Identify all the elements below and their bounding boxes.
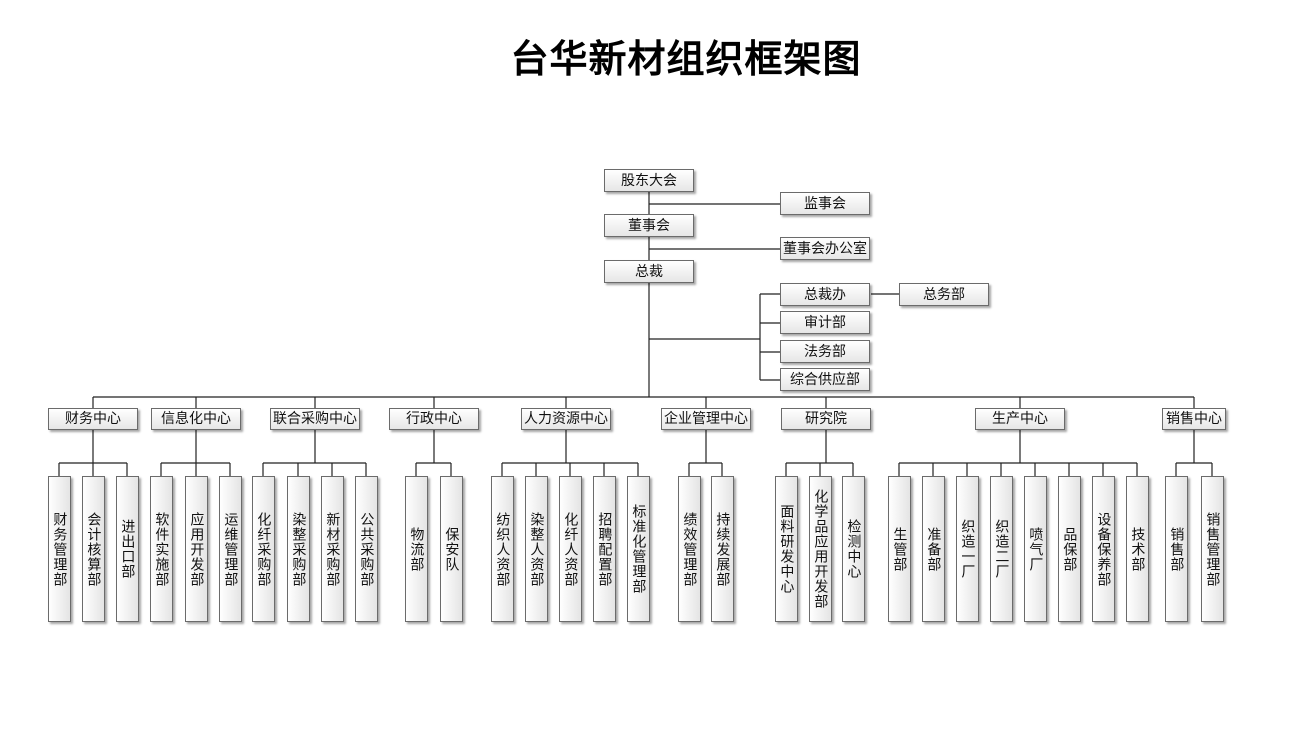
department-box: 财务管理部	[47, 476, 71, 622]
department-box: 化纤采购部	[251, 476, 275, 622]
department-box: 销售管理部	[1200, 476, 1224, 622]
department-box: 会计核算部	[81, 476, 105, 622]
department-box: 软件实施部	[149, 476, 173, 622]
department-box: 保安队	[439, 476, 463, 622]
department-label: 持续发展部	[714, 511, 731, 587]
department-box: 技术部	[1125, 476, 1149, 622]
department-label: 织造二厂	[993, 519, 1010, 579]
center-box: 企业管理中心	[661, 408, 751, 430]
department-box: 标准化管理部	[626, 476, 650, 622]
board-box: 董事会	[604, 214, 694, 237]
supply-dept-box: 综合供应部	[780, 368, 870, 391]
department-box: 化学品应用开发部	[808, 476, 832, 622]
department-box: 销售部	[1164, 476, 1188, 622]
department-label: 染整人资部	[528, 511, 545, 587]
supervisors-box: 监事会	[780, 192, 870, 215]
department-box: 纺织人资部	[490, 476, 514, 622]
department-label: 招聘配置部	[596, 511, 613, 587]
shareholders-meeting-box: 股东大会	[604, 169, 694, 192]
department-label: 公共采购部	[358, 511, 375, 587]
department-box: 检测中心	[841, 476, 865, 622]
department-label: 财务管理部	[51, 511, 68, 587]
center-box: 财务中心	[48, 408, 138, 430]
department-label: 设备保养部	[1095, 511, 1112, 587]
department-box: 公共采购部	[354, 476, 378, 622]
department-label: 销售部	[1168, 526, 1185, 572]
department-label: 面料研发中心	[778, 504, 795, 594]
center-box: 信息化中心	[151, 408, 241, 430]
department-label: 应用开发部	[188, 511, 205, 587]
department-box: 运维管理部	[218, 476, 242, 622]
legal-dept-box: 法务部	[780, 340, 870, 363]
department-label: 化纤人资部	[562, 511, 579, 587]
department-box: 织造一厂	[955, 476, 979, 622]
department-box: 应用开发部	[184, 476, 208, 622]
center-box: 行政中心	[389, 408, 479, 430]
department-box: 染整采购部	[286, 476, 310, 622]
department-label: 品保部	[1061, 526, 1078, 572]
department-label: 生管部	[891, 526, 908, 572]
department-box: 持续发展部	[710, 476, 734, 622]
center-box: 联合采购中心	[270, 408, 360, 430]
department-box: 招聘配置部	[592, 476, 616, 622]
department-label: 检测中心	[845, 519, 862, 579]
center-box: 研究院	[781, 408, 871, 430]
department-box: 喷气厂	[1023, 476, 1047, 622]
audit-dept-box: 审计部	[780, 311, 870, 334]
department-label: 销售管理部	[1204, 511, 1221, 587]
department-box: 准备部	[921, 476, 945, 622]
department-label: 技术部	[1129, 526, 1146, 572]
department-label: 绩效管理部	[681, 511, 698, 587]
department-label: 软件实施部	[153, 511, 170, 587]
department-label: 进出口部	[119, 519, 136, 579]
department-label: 化学品应用开发部	[812, 489, 829, 609]
department-box: 绩效管理部	[677, 476, 701, 622]
page-title: 台华新材组织框架图	[510, 37, 862, 81]
center-box: 生产中心	[975, 408, 1065, 430]
department-label: 化纤采购部	[255, 511, 272, 587]
department-box: 物流部	[404, 476, 428, 622]
department-label: 织造一厂	[959, 519, 976, 579]
department-label: 染整采购部	[290, 511, 307, 587]
department-label: 新材采购部	[324, 511, 341, 587]
board-office-box: 董事会办公室	[780, 237, 870, 260]
department-label: 准备部	[925, 526, 942, 572]
department-label: 纺织人资部	[494, 511, 511, 587]
department-label: 喷气厂	[1027, 526, 1044, 572]
center-box: 销售中心	[1162, 408, 1226, 430]
department-label: 运维管理部	[222, 511, 239, 587]
department-label: 会计核算部	[85, 511, 102, 587]
president-box: 总裁	[604, 260, 694, 283]
department-box: 染整人资部	[524, 476, 548, 622]
president-office-box: 总裁办	[780, 283, 870, 306]
department-box: 面料研发中心	[774, 476, 798, 622]
department-box: 织造二厂	[989, 476, 1013, 622]
department-label: 标准化管理部	[630, 504, 647, 594]
department-box: 新材采购部	[320, 476, 344, 622]
department-box: 设备保养部	[1091, 476, 1115, 622]
center-box: 人力资源中心	[521, 408, 611, 430]
department-box: 生管部	[887, 476, 911, 622]
department-label: 物流部	[408, 526, 425, 572]
general-affairs-box: 总务部	[899, 283, 989, 306]
department-box: 进出口部	[115, 476, 139, 622]
department-box: 品保部	[1057, 476, 1081, 622]
department-box: 化纤人资部	[558, 476, 582, 622]
department-label: 保安队	[443, 526, 460, 572]
